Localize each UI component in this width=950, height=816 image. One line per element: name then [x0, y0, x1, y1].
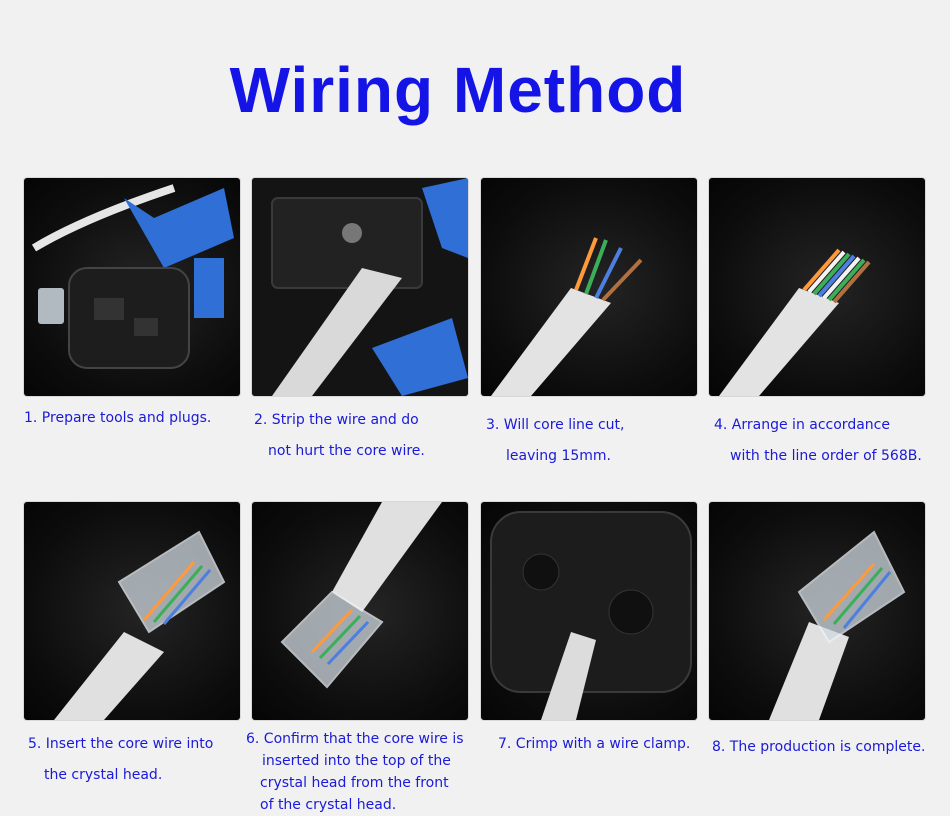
caption-line: 5. Insert the core wire into [28, 736, 214, 752]
caption-line: the crystal head. [44, 767, 163, 783]
caption-line: leaving 15mm. [506, 448, 612, 464]
step-5-photo [24, 502, 240, 720]
caption-line: crystal head from the front [260, 775, 449, 791]
step-7-photo [481, 502, 697, 720]
step-4-caption: 4. Arrange in accordance with the line o… [714, 410, 922, 472]
step-7-caption: 7. Crimp with a wire clamp. [498, 729, 690, 760]
caption-line: 4. Arrange in accordance [714, 417, 890, 433]
step-5-caption: 5. Insert the core wire into the crystal… [28, 729, 213, 791]
caption-line: not hurt the core wire. [268, 443, 425, 459]
caption-line: inserted into the top of the [262, 753, 451, 769]
caption-line: 8. The production is complete. [712, 739, 926, 755]
step-3-caption: 3. Will core line cut, leaving 15mm. [486, 410, 624, 472]
page-title: Wiring Method [229, 54, 687, 126]
caption-line: of the crystal head. [260, 797, 397, 813]
step-8-caption: 8. The production is complete. [712, 732, 925, 763]
step-4-photo [709, 178, 925, 396]
step-2-caption: 2. Strip the wire and do not hurt the co… [254, 405, 425, 467]
step-1-photo [24, 178, 240, 396]
step-6-caption: 6. Confirm that the core wire is inserte… [246, 728, 464, 816]
caption-line: 3. Will core line cut, [486, 417, 625, 433]
caption-line: with the line order of 568B. [730, 448, 922, 464]
step-8-photo [709, 502, 925, 720]
step-2-photo [252, 178, 468, 396]
caption-line: 7. Crimp with a wire clamp. [498, 736, 691, 752]
caption-line: 1. Prepare tools and plugs. [24, 410, 212, 426]
step-1-caption: 1. Prepare tools and plugs. [24, 403, 211, 434]
caption-line: 6. Confirm that the core wire is [246, 731, 464, 747]
caption-line: 2. Strip the wire and do [254, 412, 419, 428]
step-3-photo [481, 178, 697, 396]
step-6-photo [252, 502, 468, 720]
